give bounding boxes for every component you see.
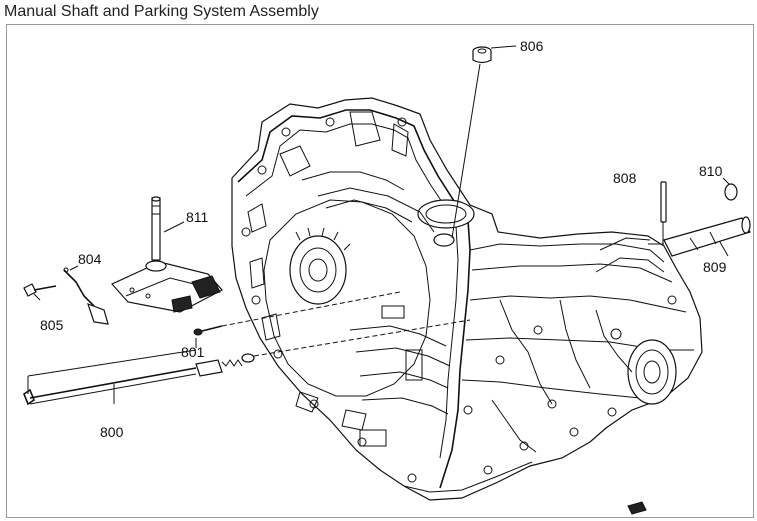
part-808-pin <box>660 181 667 244</box>
part-806-cap <box>451 45 517 239</box>
callout-806: 806 <box>520 38 544 54</box>
part-809-sleeve <box>648 216 751 257</box>
callout-811: 811 <box>186 209 209 225</box>
diagram-frame <box>6 24 754 518</box>
callout-804: 804 <box>78 251 102 267</box>
part-810-oring <box>722 177 738 201</box>
part-804-spring <box>63 265 109 325</box>
part-805-bolt <box>23 283 57 301</box>
callout-labels: 806 808 810 809 811 804 805 801 800 <box>40 38 727 440</box>
part-811-manual-shaft-assembly <box>111 196 223 313</box>
page-title: Manual Shaft and Parking System Assembly <box>4 3 319 20</box>
callout-810: 810 <box>699 163 723 179</box>
part-800-park-rod <box>23 319 471 406</box>
transmission-case <box>231 97 703 515</box>
callout-805: 805 <box>40 317 64 333</box>
callout-801: 801 <box>181 344 205 360</box>
callout-800: 800 <box>100 424 124 440</box>
callout-809: 809 <box>703 259 727 275</box>
callout-808: 808 <box>613 170 637 186</box>
part-801-screw <box>193 291 401 348</box>
